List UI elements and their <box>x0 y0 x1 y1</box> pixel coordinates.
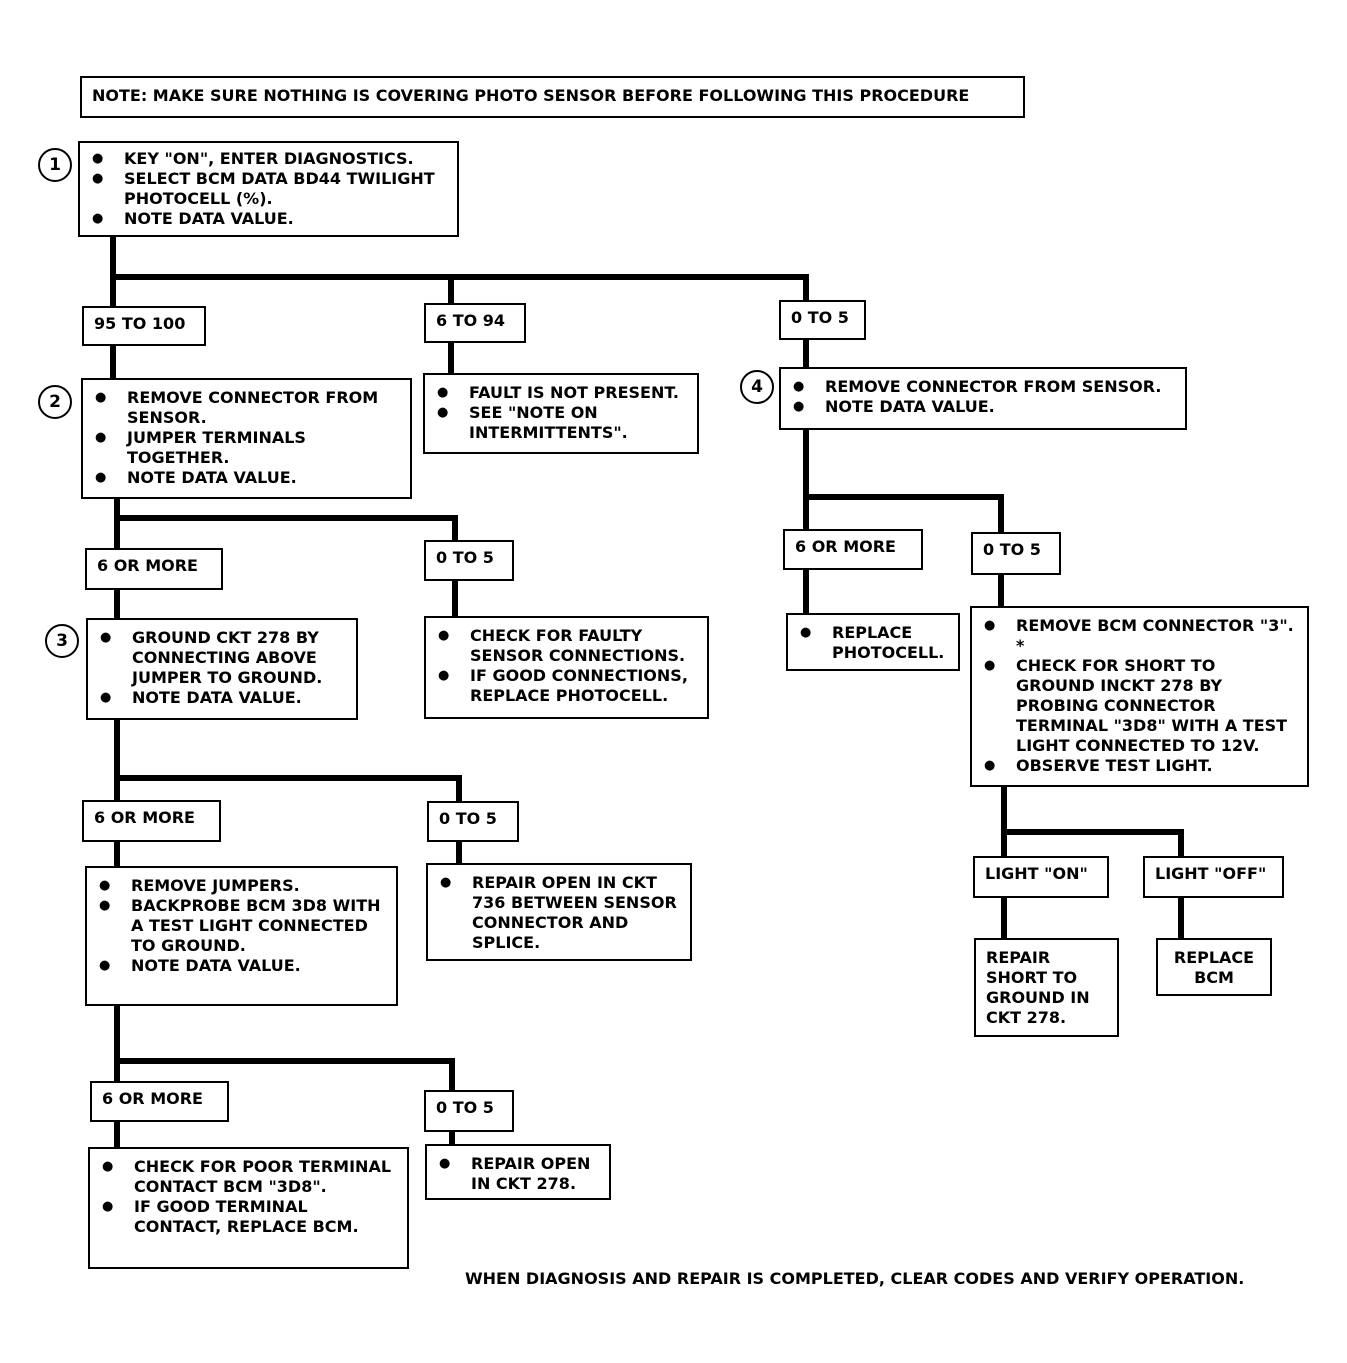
repair-278-bullet: REPAIR OPEN IN CKT 278. <box>439 1154 601 1194</box>
range-6-or-more: 6 OR MORE <box>90 1081 229 1122</box>
light-on-label: LIGHT "ON" <box>973 856 1109 898</box>
poor-contact-bullet: CHECK FOR POOR TERMINAL CONTACT BCM "3D8… <box>102 1157 399 1197</box>
connector <box>114 715 462 806</box>
step-4-bullet: REMOVE CONNECTOR FROM SENSOR. <box>793 377 1177 397</box>
poor-contact-bullet: IF GOOD TERMINAL CONTACT, REPLACE BCM. <box>102 1197 399 1237</box>
range-0-to-5: 0 TO 5 <box>427 801 519 842</box>
repair-short-box: REPAIR SHORT TO GROUND IN CKT 278. <box>974 938 1119 1037</box>
fault-not-present-box: FAULT IS NOT PRESENT. SEE "NOTE ON INTER… <box>423 373 699 454</box>
replace-photocell-box: REPLACE PHOTOCELL. <box>786 613 960 671</box>
repair-736-bullet: REPAIR OPEN IN CKT 736 BETWEEN SENSOR CO… <box>440 873 682 953</box>
footer-instruction: WHEN DIAGNOSIS AND REPAIR IS COMPLETED, … <box>465 1269 1245 1288</box>
step-2-bullet: NOTE DATA VALUE. <box>95 468 402 488</box>
step-2-bullet: JUMPER TERMINALS TOGETHER. <box>95 428 402 468</box>
range-0-to-5: 0 TO 5 <box>424 1090 514 1132</box>
bcm-connector-box: REMOVE BCM CONNECTOR "3". * CHECK FOR SH… <box>970 606 1309 787</box>
repair-open-736-box: REPAIR OPEN IN CKT 736 BETWEEN SENSOR CO… <box>426 863 692 961</box>
range-0-to-5: 0 TO 5 <box>971 532 1061 575</box>
range-6-or-more: 6 OR MORE <box>82 800 221 842</box>
repair-open-278-box: REPAIR OPEN IN CKT 278. <box>425 1144 611 1200</box>
jumpers-bullet: BACKPROBE BCM 3D8 WITH A TEST LIGHT CONN… <box>99 896 388 956</box>
connector <box>114 1001 455 1095</box>
bcm-connector-bullet: OBSERVE TEST LIGHT. <box>984 756 1299 776</box>
step-3-bullet: NOTE DATA VALUE. <box>100 688 348 708</box>
replace-bcm-box: REPLACE BCM <box>1156 938 1272 996</box>
step-2-bullet: REMOVE CONNECTOR FROM SENSOR. <box>95 388 402 428</box>
step-4-box: REMOVE CONNECTOR FROM SENSOR. NOTE DATA … <box>779 367 1187 430</box>
note-text: NOTE: MAKE SURE NOTHING IS COVERING PHOT… <box>92 86 970 105</box>
jumpers-bullet: REMOVE JUMPERS. <box>99 876 388 896</box>
step-1-bullet: NOTE DATA VALUE. <box>92 209 449 229</box>
connector <box>1001 783 1184 861</box>
range-6-to-94: 6 TO 94 <box>424 303 526 343</box>
step-3-bullet: GROUND CKT 278 BY CONNECTING ABOVE JUMPE… <box>100 628 348 688</box>
step-3-box: GROUND CKT 278 BY CONNECTING ABOVE JUMPE… <box>86 618 358 720</box>
connector <box>114 494 458 545</box>
check-faulty-sensor-box: CHECK FOR FAULTY SENSOR CONNECTIONS. IF … <box>424 616 709 719</box>
range-95-to-100: 95 TO 100 <box>82 306 206 346</box>
step-1-bullet: KEY "ON", ENTER DIAGNOSTICS. <box>92 149 449 169</box>
step-4-bullet: NOTE DATA VALUE. <box>793 397 1177 417</box>
step-number-1: 1 <box>38 148 72 182</box>
step-number-2: 2 <box>38 385 72 419</box>
connector <box>110 233 809 306</box>
step-number-4: 4 <box>740 370 774 404</box>
connector <box>803 425 1004 537</box>
check-faulty-bullet: CHECK FOR FAULTY SENSOR CONNECTIONS. <box>438 626 699 666</box>
poor-contact-box: CHECK FOR POOR TERMINAL CONTACT BCM "3D8… <box>88 1147 409 1269</box>
note-banner: NOTE: MAKE SURE NOTHING IS COVERING PHOT… <box>80 76 1025 118</box>
bcm-connector-bullet: REMOVE BCM CONNECTOR "3". * <box>984 616 1299 656</box>
remove-jumpers-box: REMOVE JUMPERS. BACKPROBE BCM 3D8 WITH A… <box>85 866 398 1006</box>
jumpers-bullet: NOTE DATA VALUE. <box>99 956 388 976</box>
fault-bullet: FAULT IS NOT PRESENT. <box>437 383 689 403</box>
step-2-box: REMOVE CONNECTOR FROM SENSOR. JUMPER TER… <box>81 378 412 499</box>
step-number-3: 3 <box>45 624 79 658</box>
fault-bullet: SEE "NOTE ON INTERMITTENTS". <box>437 403 689 443</box>
step-1-box: KEY "ON", ENTER DIAGNOSTICS. SELECT BCM … <box>78 141 459 237</box>
replace-photocell-bullet: REPLACE PHOTOCELL. <box>800 623 950 663</box>
range-6-or-more: 6 OR MORE <box>85 548 223 590</box>
range-0-to-5: 0 TO 5 <box>424 540 514 581</box>
light-off-label: LIGHT "OFF" <box>1143 856 1284 898</box>
check-faulty-bullet: IF GOOD CONNECTIONS, REPLACE PHOTOCELL. <box>438 666 699 706</box>
step-1-bullet: SELECT BCM DATA BD44 TWILIGHT PHOTOCELL … <box>92 169 449 209</box>
range-0-to-5: 0 TO 5 <box>779 300 866 340</box>
range-6-or-more: 6 OR MORE <box>783 529 923 570</box>
bcm-connector-bullet: CHECK FOR SHORT TO GROUND INCKT 278 BY P… <box>984 656 1299 756</box>
